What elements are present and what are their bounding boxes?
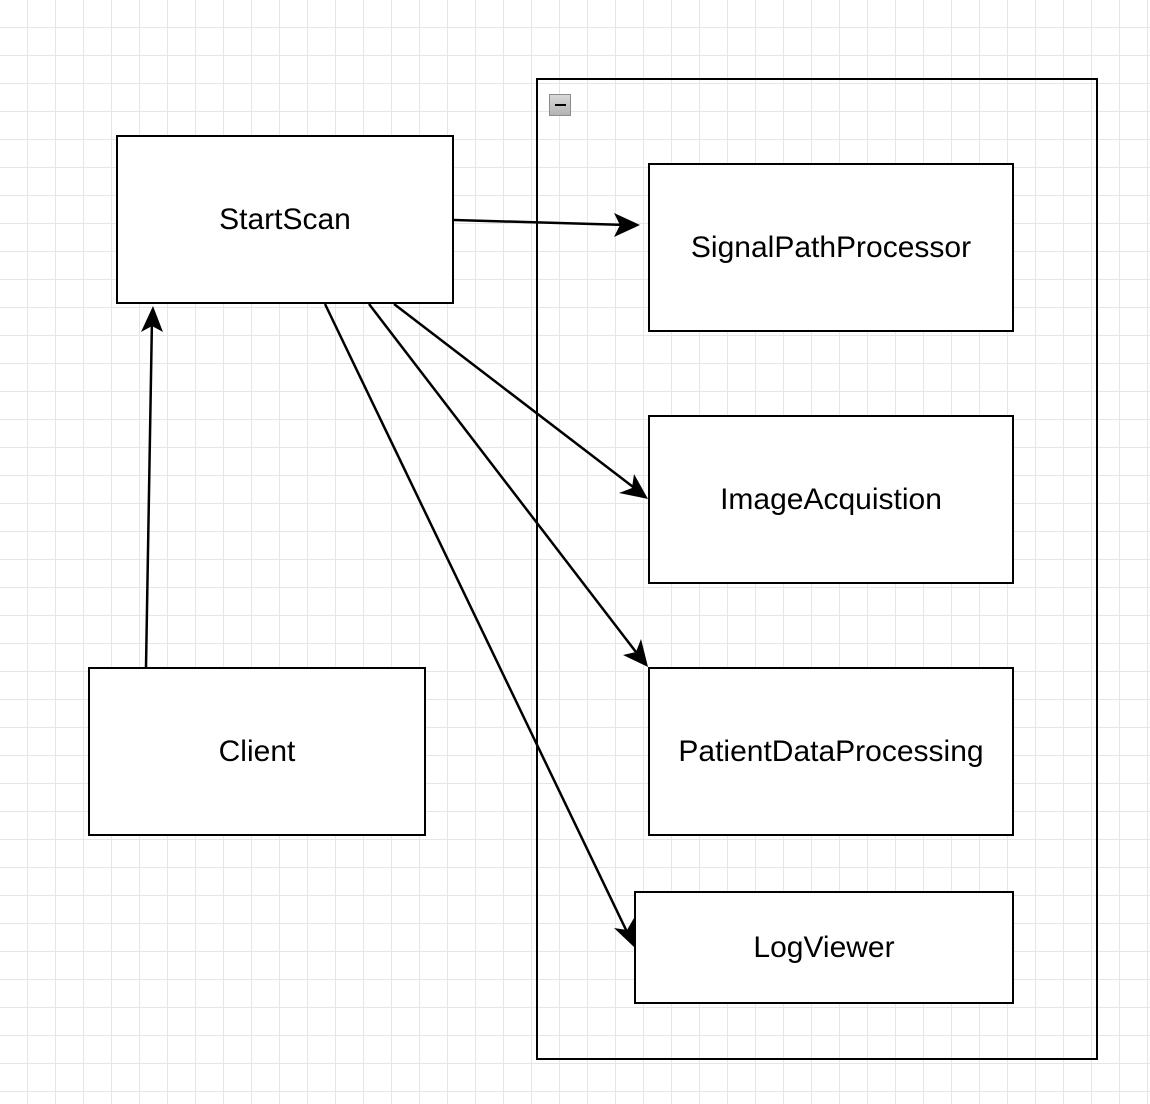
node-client[interactable]: Client	[88, 667, 426, 836]
node-label-imageacquistion: ImageAcquistion	[720, 482, 942, 516]
node-startscan[interactable]: StartScan	[116, 135, 454, 304]
node-signalpathprocessor[interactable]: SignalPathProcessor	[648, 163, 1014, 332]
minus-icon	[555, 104, 566, 106]
node-label-logviewer: LogViewer	[753, 930, 895, 964]
node-label-signalpathprocessor: SignalPathProcessor	[690, 230, 972, 264]
node-label-patientdataprocessing: PatientDataProcessing	[678, 734, 984, 768]
edge-client-to-startscan[interactable]	[144, 317, 154, 668]
node-label-client: Client	[218, 734, 296, 768]
node-patientdataprocessing[interactable]: PatientDataProcessing	[648, 667, 1014, 836]
arrowhead-startscan	[141, 306, 163, 332]
node-logviewer[interactable]: LogViewer	[634, 891, 1014, 1004]
node-label-startscan: StartScan	[219, 202, 351, 236]
collapse-toggle-button[interactable]	[549, 94, 571, 116]
node-imageacquistion[interactable]: ImageAcquistion	[648, 415, 1014, 584]
